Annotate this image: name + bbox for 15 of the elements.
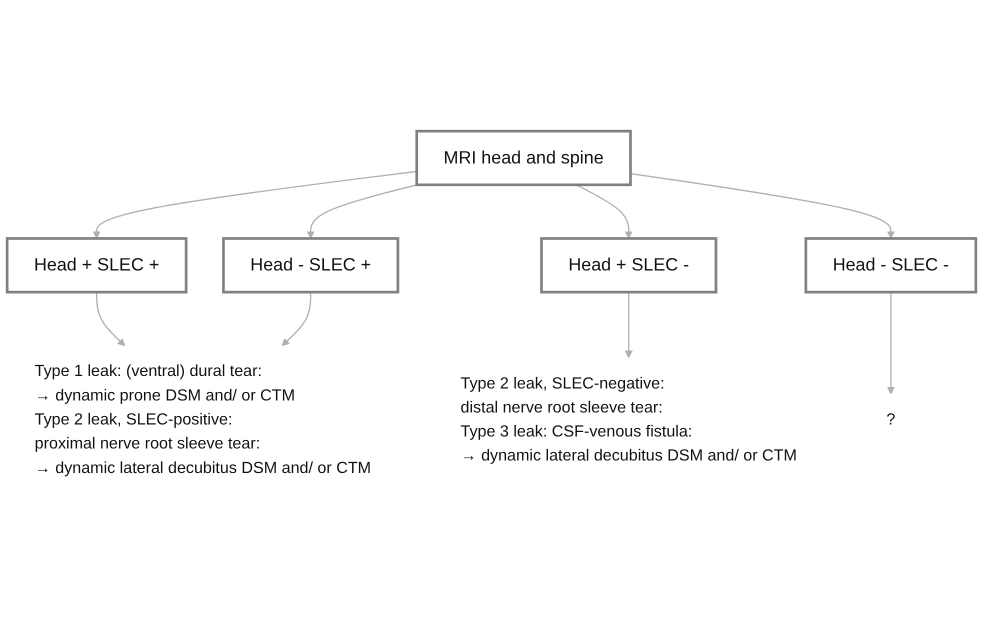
arrow xyxy=(282,292,312,346)
arrow xyxy=(306,184,418,240)
node-text: Type 1 leak: (ventral) dural tear: → dynamic prone DSM and/ or CTM Type 2 leak, SLEC-positive: proximal nerve root sleeve tear: → dynamic lateral decubitus DSM and/ or CTM xyxy=(34,362,372,477)
node-box: Head - SLEC - xyxy=(804,237,978,294)
node-text: Type 2 leak, SLEC-negative: distal nerve root sleeve tear: Type 3 leak: CSF-venous fistula: → dynamic lateral decubitus DSM and/ or CTM xyxy=(460,374,797,465)
arrow xyxy=(92,171,417,240)
node-box: MRI head and spine xyxy=(415,130,632,186)
node-box: Head + SLEC - xyxy=(540,237,718,294)
node-box: Head - SLEC + xyxy=(222,237,400,294)
arrow xyxy=(96,292,126,346)
arrow xyxy=(886,292,895,395)
node-text: ? xyxy=(886,410,896,428)
arrow xyxy=(624,292,633,358)
arrow xyxy=(630,173,895,240)
node-box: Head + SLEC + xyxy=(6,237,188,294)
